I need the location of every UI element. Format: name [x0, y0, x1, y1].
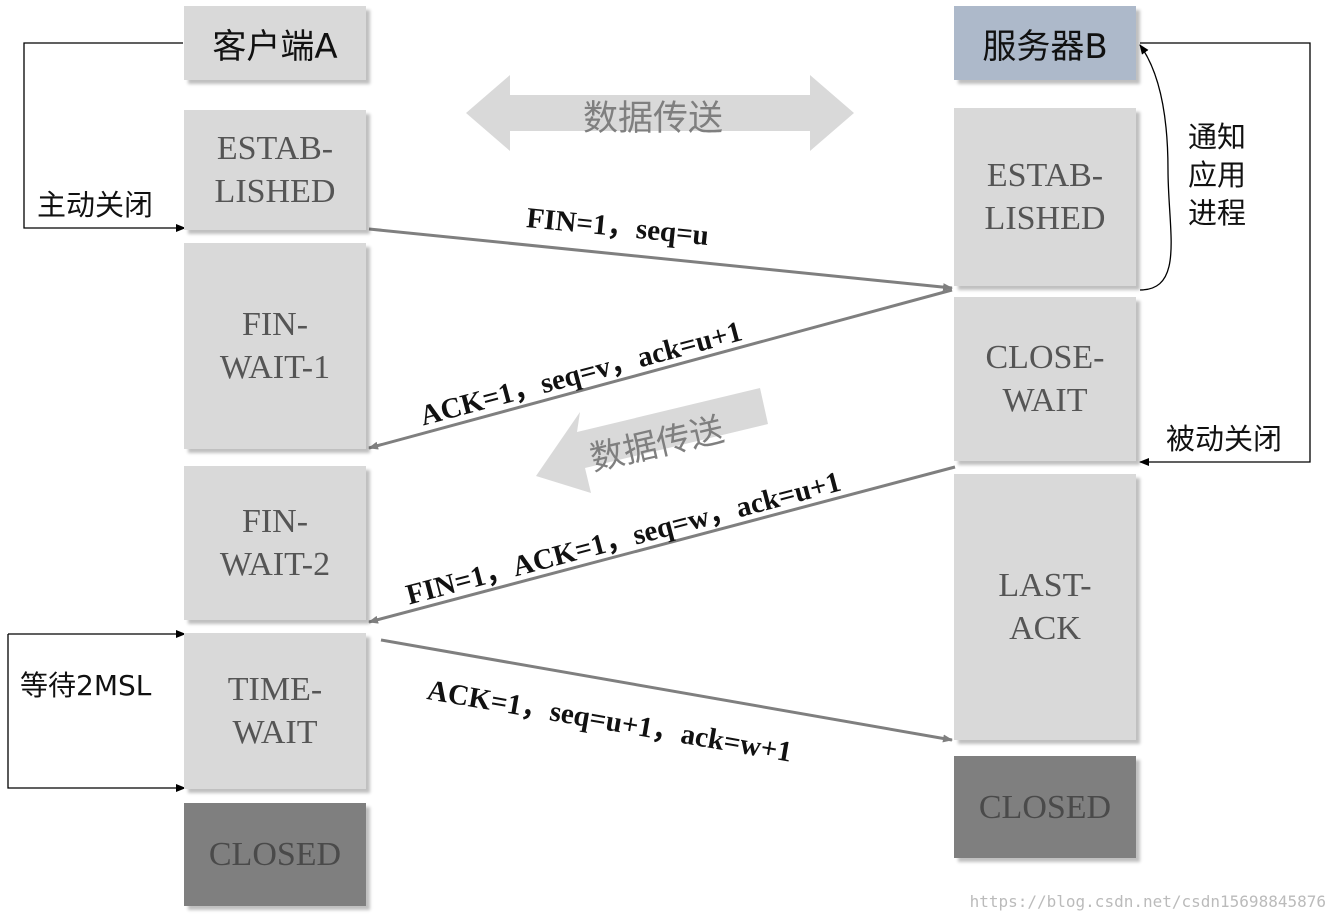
wait-2msl-line-bottom — [7, 634, 186, 792]
server-state-close-wait: CLOSE- WAIT — [954, 297, 1136, 461]
client-state-established: ESTAB- LISHED — [184, 110, 366, 230]
server-state-closed: CLOSED — [954, 756, 1136, 858]
client-state-time-wait: TIME- WAIT — [184, 633, 366, 789]
passive-close-line — [1139, 42, 1311, 466]
client-state-fin-wait-1: FIN- WAIT-1 — [184, 243, 366, 449]
data-transfer-left-arrow — [536, 388, 768, 493]
fin-arrow — [368, 227, 953, 292]
notify-app-curve — [1139, 44, 1172, 291]
server-header: 服务器B — [954, 6, 1136, 80]
server-state-last-ack: LAST- ACK — [954, 474, 1136, 740]
final-ack-arrow — [380, 638, 953, 743]
watermark: https://blog.csdn.net/csdn15698845876 — [969, 892, 1326, 911]
active-close-line — [23, 42, 186, 232]
active-close-label: 主动关闭 — [37, 188, 154, 222]
server-state-established: ESTAB- LISHED — [954, 108, 1136, 286]
wait-2msl-label: 等待2MSL — [20, 669, 152, 702]
notify-app-label: 通知 应用 进程 — [1188, 120, 1247, 230]
client-header: 客户端A — [184, 6, 366, 80]
client-state-fin-wait-2: FIN- WAIT-2 — [184, 466, 366, 620]
data-transfer-double-arrow — [466, 75, 854, 151]
data-transfer-label-top: 数据传送 — [583, 99, 724, 139]
fin-ack-arrow — [368, 465, 956, 624]
ack-arrow — [368, 288, 953, 450]
client-state-closed: CLOSED — [184, 803, 366, 906]
passive-close-label: 被动关闭 — [1166, 422, 1283, 456]
